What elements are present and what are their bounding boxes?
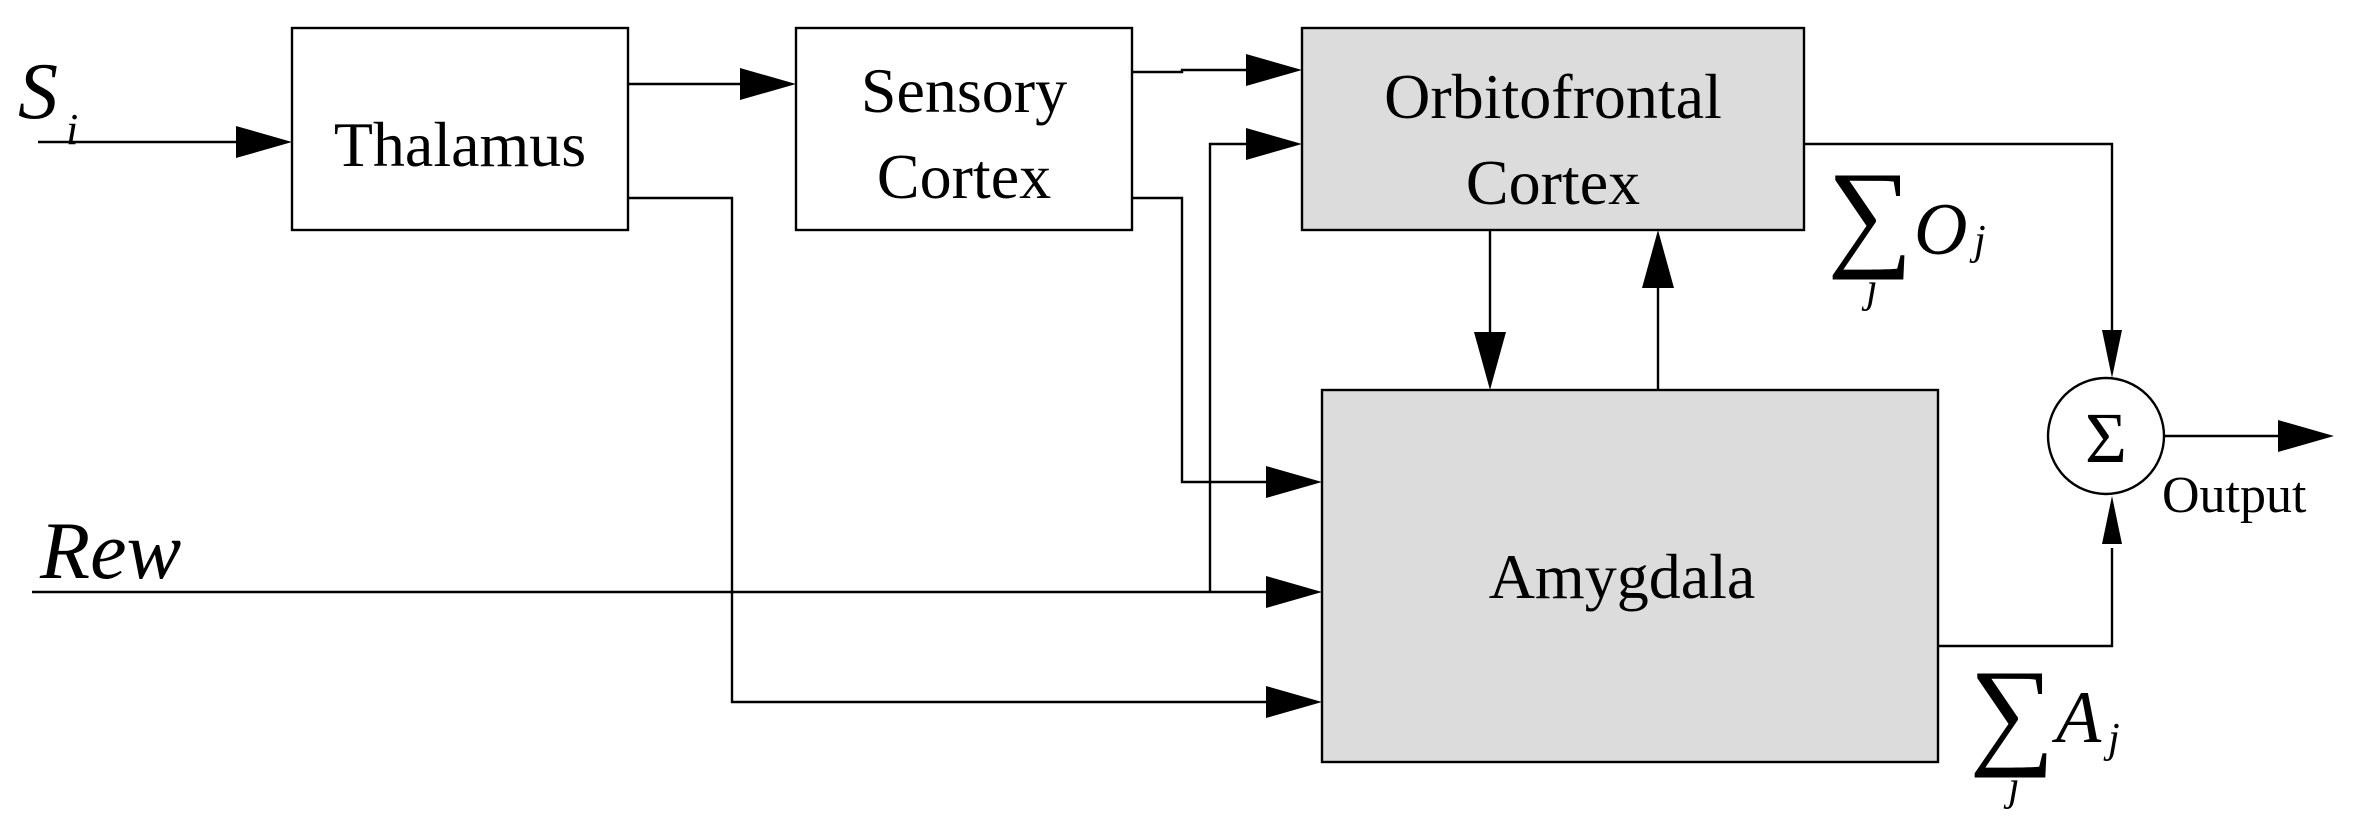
connections (32, 68, 2282, 704)
amygdala-block: Amygdala (1320, 388, 1940, 764)
orbitofrontal-cortex-label-line1: Orbitofrontal (1384, 61, 1722, 132)
sensory-to-amygdala-arrowhead (1266, 466, 1322, 498)
reward-to-orbitofrontal-arrowhead (1246, 128, 1302, 160)
stimulus-arrowhead (236, 126, 292, 158)
amygdala-label: Amygdala (1489, 541, 1756, 612)
orbitofrontal-sum-line (1804, 142, 2114, 332)
amygdala-sum-line (1938, 548, 2114, 648)
sensory-to-orbitofrontal-arrowhead (1246, 54, 1302, 86)
orbitofrontal-sum-index: j (1861, 266, 1878, 312)
summing-junction-symbol: Σ (2085, 398, 2127, 478)
amygdala-box (1320, 388, 1940, 764)
orbitofrontal-sum-arrowhead (2102, 330, 2122, 378)
stimulus-symbol: S (18, 48, 58, 136)
output-label: Output (2162, 467, 2307, 524)
output-arrowhead (2278, 420, 2334, 452)
stimulus-subscript: i (66, 105, 78, 154)
reward-to-amygdala-arrowhead (1266, 576, 1322, 608)
orbitofrontal-cortex-label-line2: Cortex (1466, 147, 1640, 218)
thalamus-box (290, 26, 630, 232)
thalamus-to-sensory-arrowhead (740, 68, 796, 100)
amygdala-to-orbitofrontal-arrowhead (1642, 230, 1674, 288)
amygdala-sum-operator: ∑ (1969, 645, 2055, 778)
sensory-cortex-label-line1: Sensory (861, 55, 1067, 126)
sensory-cortex-box (794, 26, 1134, 232)
sensory-cortex-block: Sensory Cortex (794, 26, 1134, 232)
thalamus-to-amygdala-line (628, 196, 1270, 704)
thalamus-label: Thalamus (334, 109, 586, 180)
thalamus-block: Thalamus (290, 26, 630, 232)
orbitofrontal-sum-label: ∑ j O j (1827, 147, 1985, 312)
amygdala-sum-subscript: j (2103, 716, 2120, 762)
orbitofrontal-cortex-box (1300, 26, 1806, 232)
amygdala-sum-index: j (2003, 764, 2020, 810)
amygdala-sum-symbol: A (2051, 677, 2102, 759)
stimulus-label: S i (18, 48, 78, 154)
amygdala-sum-arrowhead (2102, 496, 2122, 544)
sensory-cortex-label-line2: Cortex (877, 141, 1051, 212)
orbitofrontal-to-amygdala-arrowhead (1474, 332, 1506, 390)
orbitofrontal-cortex-block: Orbitofrontal Cortex (1300, 26, 1806, 232)
orbitofrontal-sum-operator: ∑ (1827, 147, 1913, 280)
summing-junction: Σ (2046, 376, 2166, 496)
orbitofrontal-sum-subscript: j (1969, 218, 1986, 264)
thalamus-to-amygdala-arrowhead (1266, 686, 1322, 718)
sensory-to-amygdala-line (1132, 196, 1270, 484)
orbitofrontal-sum-symbol: O (1914, 189, 1967, 271)
sensory-to-orbitofrontal-line (1132, 68, 1250, 74)
amygdala-sum-label: ∑ j A j (1969, 645, 2119, 810)
reward-label: Rew (39, 505, 181, 596)
arrowheads (236, 54, 2334, 718)
reward-to-orbitofrontal-line (1208, 142, 1250, 592)
